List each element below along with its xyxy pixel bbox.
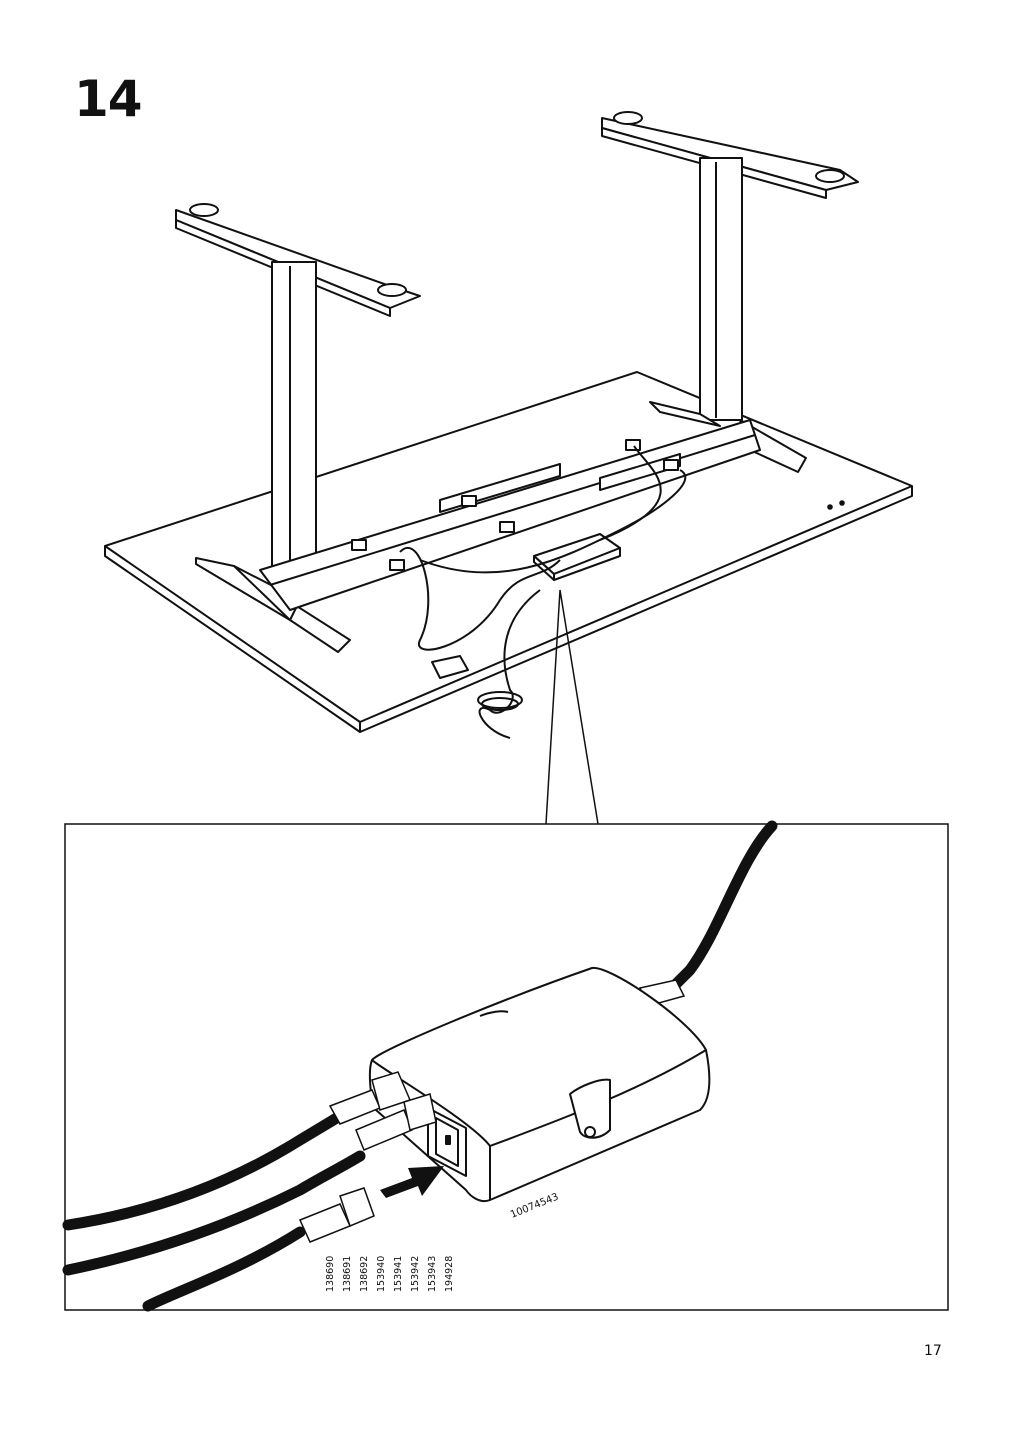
component-code: 10074543 — [509, 1192, 560, 1221]
compatible-code: 138691 — [342, 1256, 353, 1292]
compatible-code: 138692 — [359, 1256, 370, 1292]
page-number: 17 — [924, 1343, 942, 1359]
detail-frame — [64, 823, 949, 1311]
compatible-code: 153941 — [393, 1256, 404, 1292]
compatible-code: 153943 — [427, 1256, 438, 1292]
power-cord-plug — [298, 1187, 375, 1243]
compatible-codes-list: 138690 138691 138692 153940 153941 15394… — [325, 1256, 455, 1292]
compatible-code: 138690 — [325, 1256, 336, 1292]
power-supply-unit — [368, 966, 711, 1202]
step-number: 14 — [74, 70, 143, 128]
compatible-code: 153942 — [410, 1256, 421, 1292]
insert-arrow-icon — [380, 1166, 444, 1198]
desk-frame-illustration — [104, 111, 913, 739]
compatible-code: 153940 — [376, 1256, 387, 1292]
detail-view: 10074543 138690 138691 138692 153940 153… — [62, 820, 778, 1312]
callout-pointer — [545, 589, 599, 825]
compatible-code: 194928 — [444, 1256, 455, 1292]
